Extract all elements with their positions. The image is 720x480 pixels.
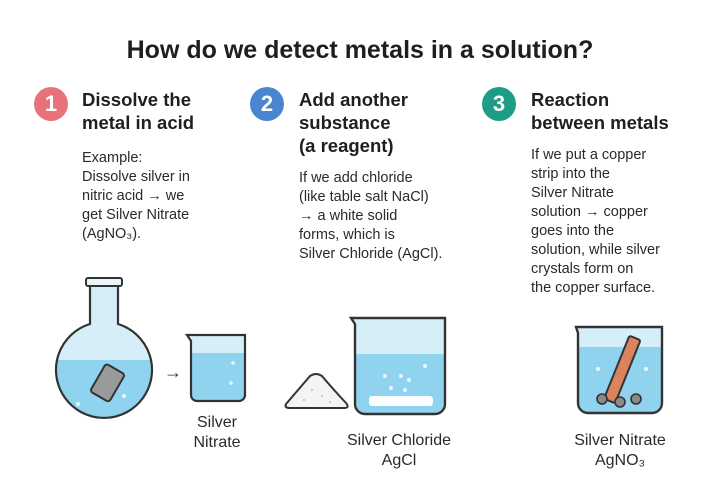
step-2-badge: 2 bbox=[250, 87, 284, 121]
step-3-heading: Reaction between metals bbox=[531, 89, 669, 133]
beaker-1-caption: Silver Nitrate bbox=[193, 414, 241, 451]
step-1-badge: 1 bbox=[34, 87, 68, 121]
beaker-2-caption: Silver Chloride AgCl bbox=[346, 432, 452, 469]
step-3-badge: 3 bbox=[482, 87, 516, 121]
salt-pile-icon bbox=[284, 373, 349, 409]
round-flask-icon bbox=[54, 277, 154, 420]
beaker-silver-nitrate-icon bbox=[184, 333, 247, 403]
arrow-to-beaker: → bbox=[164, 362, 182, 382]
beaker-copper-strip-icon bbox=[574, 325, 664, 415]
step-2-body: If we add chloride (like table salt NaCl… bbox=[299, 170, 443, 262]
beaker-silver-chloride-icon bbox=[348, 316, 447, 416]
step-1-heading: Dissolve the metal in acid bbox=[82, 89, 195, 133]
beaker-3-caption: Silver Nitrate AgNO₃ bbox=[574, 432, 666, 469]
step-3-body: If we put a copper strip into the Silver… bbox=[531, 147, 660, 296]
step-2-heading: Add another substance (a reagent) bbox=[299, 89, 408, 156]
step-1-body: Example: Dissolve silver in nitric acid … bbox=[82, 150, 190, 242]
page-title: How do we detect metals in a solution? bbox=[126, 36, 594, 64]
